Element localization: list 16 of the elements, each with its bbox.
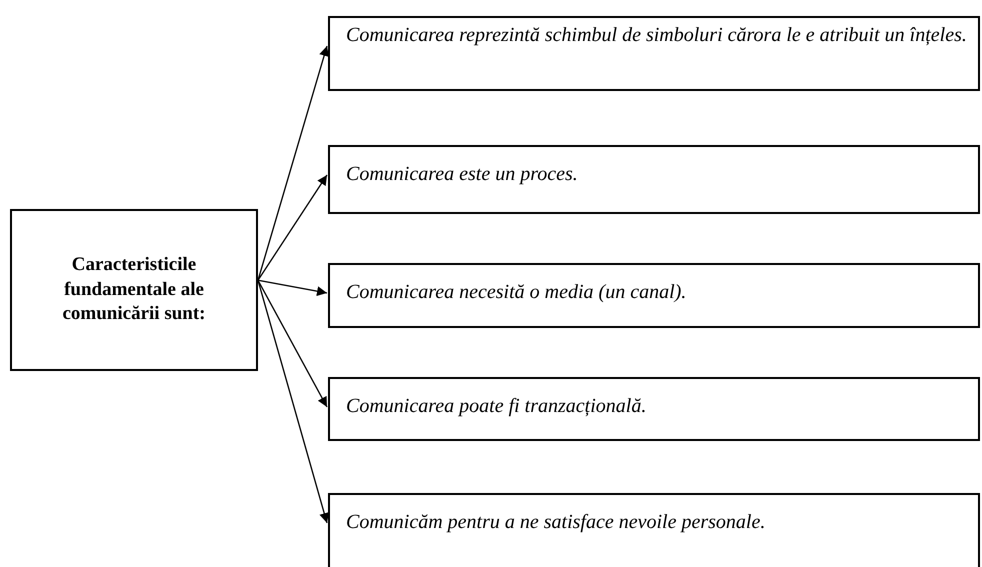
arrow (257, 280, 328, 408)
statement-text: Comunicăm pentru a ne satisface nevoile personale. (346, 510, 766, 535)
statement-box (328, 493, 980, 567)
statement-text: Comunicarea poate fi tranzacțională. (346, 394, 648, 419)
arrow (257, 46, 329, 280)
topic-text: Caracteristicile fundamentale ale comunicării sunt: (61, 252, 207, 326)
topic-box (10, 209, 258, 371)
arrow (257, 174, 328, 281)
statement-text: Comunicarea este un proces. (346, 162, 579, 187)
statement-text: Comunicarea necesită o media (un canal). (346, 280, 688, 305)
statement-box (328, 263, 980, 328)
arrow (258, 280, 328, 296)
statement-box (328, 377, 980, 441)
statement-text: Comunicarea reprezintă schimbul de simboluri cărora le e atribuit un înțeles. (346, 23, 968, 48)
statement-box (328, 16, 980, 91)
statement-box (328, 145, 980, 214)
